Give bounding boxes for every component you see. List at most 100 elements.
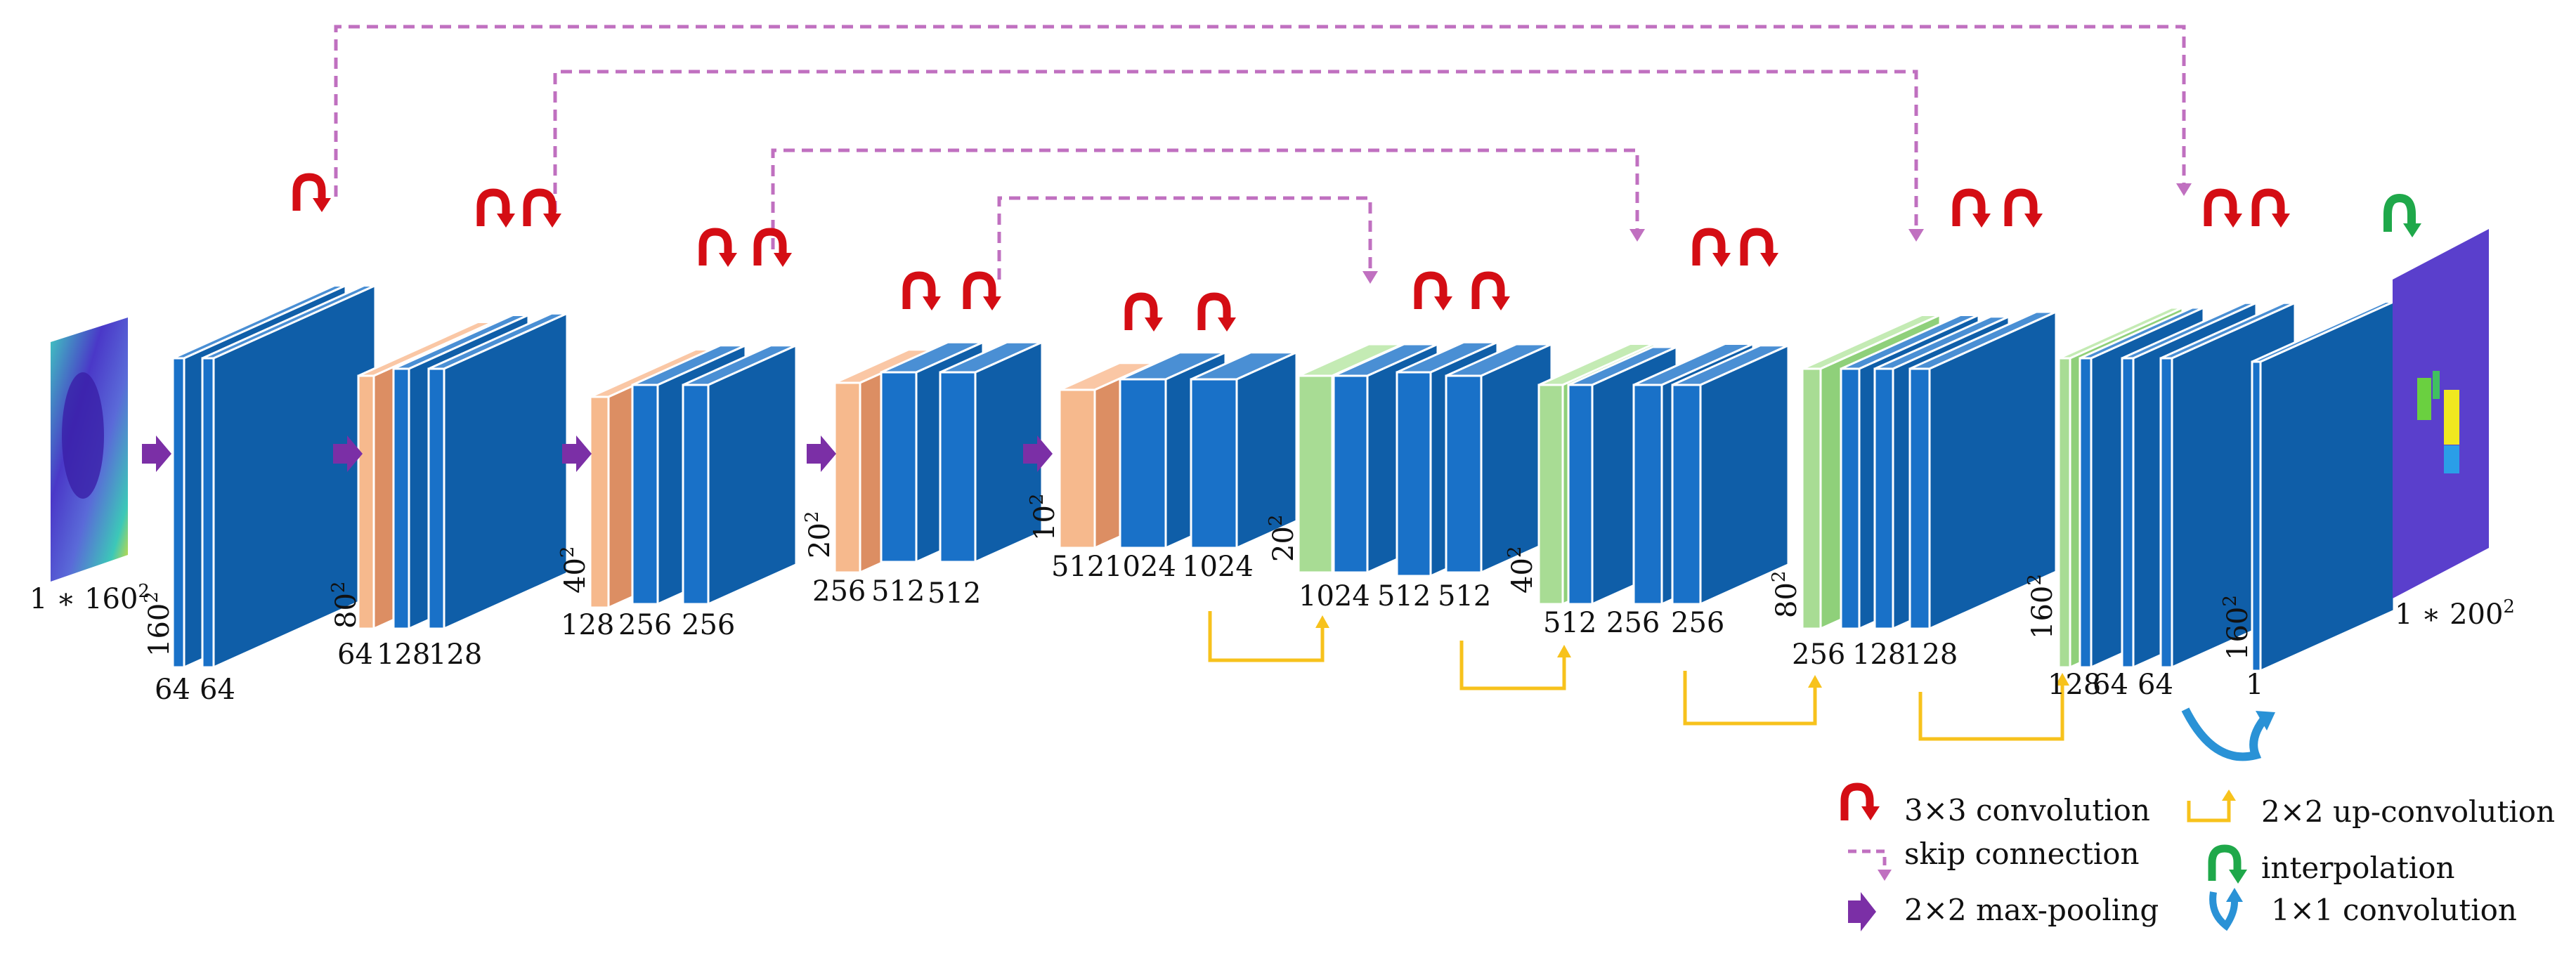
channel-count-label: 128 — [1904, 638, 1958, 671]
input-image — [51, 317, 128, 582]
feature-map-block-5 — [427, 311, 568, 631]
channel-count-label: 512 — [928, 577, 981, 610]
feature-map-block-14 — [1190, 351, 1298, 550]
output-segment-green — [2417, 378, 2431, 420]
legend-upconv-label: 2×2 up-convolution — [2261, 794, 2555, 829]
conv3x3-arrow-icon — [698, 228, 737, 267]
legend-interpolation-label: interpolation — [2261, 851, 2455, 885]
spatial-size-label: 802 — [1769, 571, 1803, 618]
conv3x3-arrows — [292, 173, 2290, 332]
spatial-size-label: 1602 — [2024, 574, 2059, 639]
spatial-size-label: 1602 — [2220, 595, 2254, 660]
max-pooling-arrow-icon — [333, 435, 363, 472]
channel-count-label: 128 — [1852, 638, 1906, 671]
channel-count-label: 512 — [871, 575, 925, 608]
spatial-size-label: 402 — [1504, 546, 1539, 594]
conv3x3-arrow-icon — [902, 271, 941, 310]
up-convolution-arrows — [1208, 611, 2069, 741]
conv3x3-arrow-icon — [523, 188, 561, 228]
legend-maxpool: 2×2 max-pooling — [1848, 892, 2159, 931]
skip-connections — [334, 25, 2192, 284]
input-size-label: 1 ∗ 1602 — [30, 581, 150, 615]
channel-count-label: 64 — [2093, 669, 2128, 701]
conv3x3-arrow-icon — [2251, 188, 2290, 228]
channel-count-label: 256 — [812, 575, 866, 608]
feature-map-block-11 — [939, 340, 1043, 564]
max-pooling-arrow-icon — [142, 435, 171, 472]
channel-count-label: 256 — [1606, 607, 1660, 639]
channel-count-label: 64 — [2138, 669, 2173, 701]
conv3x3-arrow-icon — [2004, 188, 2043, 228]
conv3x3-arrow-icon — [1471, 271, 1510, 310]
feature-map-block-26 — [1908, 310, 2057, 631]
channel-count-label: 1024 — [1299, 580, 1370, 612]
spatial-size-label: 102 — [1027, 494, 1061, 541]
feature-map-block-2 — [201, 284, 377, 669]
channel-count-label: 64 — [200, 674, 235, 706]
channel-count-label: 128 — [429, 638, 482, 671]
spatial-size-label: 202 — [802, 511, 836, 558]
channel-count-label: 64 — [155, 674, 190, 706]
skip-connection-line — [334, 25, 2192, 197]
spatial-size-label: 402 — [557, 546, 592, 594]
conv3x3-arrow-icon — [1692, 228, 1731, 267]
channel-count-label: 512 — [1377, 580, 1431, 612]
conv3x3-arrow-icon — [1124, 292, 1163, 332]
channel-count-label: 512 — [1438, 580, 1491, 612]
channel-count-label: 1024 — [1105, 551, 1176, 583]
spatial-size-label: 802 — [328, 582, 363, 629]
legend-conv1x1: 1×1 convolution — [2209, 888, 2517, 931]
legend-maxpool-label: 2×2 max-pooling — [1904, 893, 2159, 927]
output-image — [2393, 229, 2489, 598]
channel-count-label: 512 — [1543, 607, 1596, 639]
up-convolution-arrow-icon — [1918, 673, 2069, 741]
channel-count-label: 64 — [337, 638, 373, 671]
output-size-label: 1 ∗ 2002 — [2395, 596, 2515, 631]
legend-conv3x3: 3×3 convolution — [1840, 782, 2150, 827]
max-pooling-arrow-icon — [1023, 435, 1053, 472]
feature-map-block-22 — [1671, 343, 1790, 606]
up-convolution-arrow-icon — [1459, 641, 1571, 690]
up-convolution-arrow-icon — [1208, 611, 1329, 662]
legend-upconv: 2×2 up-convolution — [2187, 790, 2555, 829]
channel-count-label: 256 — [618, 609, 672, 641]
conv3x3-arrow-icon — [1414, 271, 1452, 310]
legend-conv1x1-label: 1×1 convolution — [2271, 893, 2517, 927]
output-segment-blue — [2444, 445, 2459, 473]
skip-connection-line — [997, 196, 1378, 284]
feature-map-block-31 — [2251, 300, 2395, 673]
channel-count-label: 128 — [377, 638, 430, 671]
channel-count-label: 256 — [1792, 638, 1845, 671]
channel-count-label: 256 — [682, 609, 735, 641]
conv3x3-arrow-icon — [753, 228, 792, 267]
up-convolution-arrow-icon — [1683, 671, 1822, 726]
legend-interpolation: interpolation — [2208, 844, 2455, 885]
max-pooling-arrows — [142, 435, 1053, 472]
conv3x3-arrow-icon — [1197, 292, 1236, 332]
feature-map-block-18 — [1445, 342, 1553, 575]
conv1x1-icon — [2181, 707, 2270, 761]
channel-count-label: 1024 — [1182, 551, 1254, 583]
conv3x3-arrow-icon — [1740, 228, 1778, 267]
skip-connection-line — [771, 148, 1645, 249]
feature-map-block-8 — [682, 343, 798, 606]
spatial-size-labels: 1602 802 402 202 102 202 402 802 1602 1602 — [141, 494, 2254, 660]
channel-count-label: 1 — [2246, 669, 2263, 701]
output-segment-yellow — [2444, 390, 2459, 445]
conv3x3-arrow-icon — [292, 173, 331, 212]
max-pooling-arrow-icon — [807, 435, 836, 472]
skip-connection-line — [553, 70, 1924, 242]
legend-conv3x3-label: 3×3 convolution — [1904, 793, 2150, 827]
channel-count-label: 128 — [561, 609, 614, 641]
legend-skip: skip connection — [1848, 837, 2140, 881]
spatial-size-label: 202 — [1266, 515, 1300, 562]
interpolation-icon — [2383, 193, 2416, 232]
max-pooling-arrow-icon — [562, 435, 592, 472]
feature-map-blocks — [171, 284, 2395, 673]
conv3x3-arrow-icon — [476, 188, 515, 228]
legend-skip-label: skip connection — [1904, 837, 2140, 871]
channel-count-label: 256 — [1671, 607, 1724, 639]
spatial-size-label: 1602 — [141, 591, 176, 657]
